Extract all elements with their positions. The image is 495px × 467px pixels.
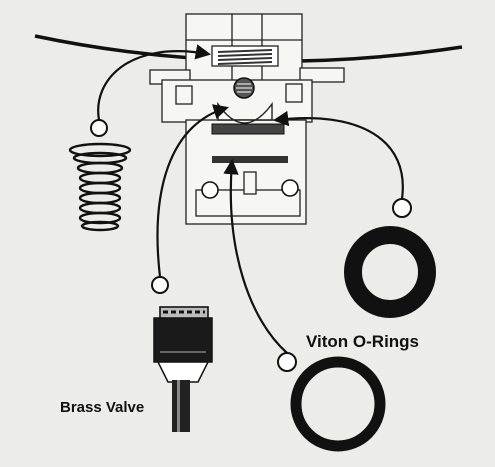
callout-circle-spring [91,120,107,136]
callout-circle-oring-bottom [278,353,296,371]
mount-hole-left [202,182,218,198]
label-viton-o-rings: Viton O-Rings [306,332,419,351]
callout-circle-oring-top [393,199,411,217]
top-slot [212,46,278,66]
screw-icon [234,78,254,98]
slider-bar [212,156,288,163]
label-brass-valve: Brass Valve [60,399,144,416]
mount-hole-right [282,180,298,196]
callout-circle-brass [152,277,168,293]
seat-gasket [212,124,284,134]
